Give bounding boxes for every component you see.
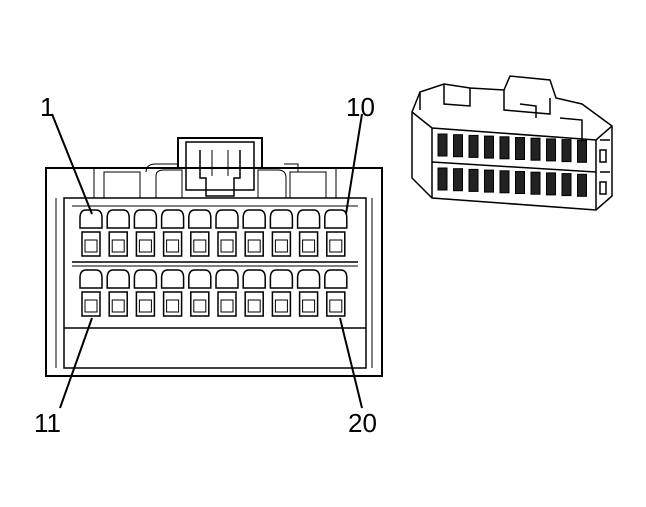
pin-cavity-8 [269,209,294,257]
leader-lines [51,113,363,409]
pin-1-label: 1 [40,92,55,122]
mini-cavity [453,168,463,192]
latch [177,137,263,168]
pin-20-label: 20 [348,408,377,438]
pin-cavity-19 [296,269,321,317]
pin-cavity-15 [188,269,212,317]
pin-cavity-20 [324,269,348,317]
mini-cavity [484,169,494,193]
pin-cavity-5 [188,209,212,257]
mini-cavity [468,134,479,158]
pin-10-label: 10 [346,92,375,122]
mini-cavity [546,138,556,162]
connector-face [45,137,383,377]
leader-pin-10 [345,113,363,215]
leader-pin-20 [339,317,363,409]
connector-housing [45,167,383,377]
pin-cavity-17 [242,269,266,317]
pin-cavity-7 [242,209,266,257]
mini-cavity [577,139,587,163]
pin-11-label: 11 [34,408,61,438]
mini-cavity [530,171,541,195]
mini-cavity [437,133,448,157]
mini-cavity [546,172,556,196]
pin-cavity-14 [160,269,185,317]
pin-cavity-1 [79,209,103,257]
pin-cavity-9 [296,209,321,257]
leader-pin-1 [51,113,93,215]
leader-pin-11 [59,317,93,409]
mini-cavity [468,168,479,192]
mini-cavity [530,137,541,161]
mini-cavity [484,135,494,159]
pin-cavity-6 [215,209,239,257]
mini-cavity [561,173,572,197]
pin-cavity-18 [269,269,294,317]
mini-cavity [499,136,510,160]
pin-cavity-4 [160,209,185,257]
mini-cavity [499,170,510,194]
mini-cavity [577,173,587,197]
pin-cavity-16 [215,269,239,317]
pin-cavity-13 [133,269,158,317]
mini-cavity [515,137,525,160]
mini-cavity [453,134,463,158]
mini-cavity [561,139,572,163]
pin-cavity-2 [106,209,130,257]
pin-cavity-3 [133,209,158,257]
connector-3d-view [411,75,613,211]
pin-cavity-10 [324,209,348,257]
mini-cavity [515,171,525,194]
pin-cavity-11 [79,269,103,317]
pin-cavities [79,209,348,317]
pin-cavity-12 [106,269,130,317]
mini-cavity [437,167,448,191]
